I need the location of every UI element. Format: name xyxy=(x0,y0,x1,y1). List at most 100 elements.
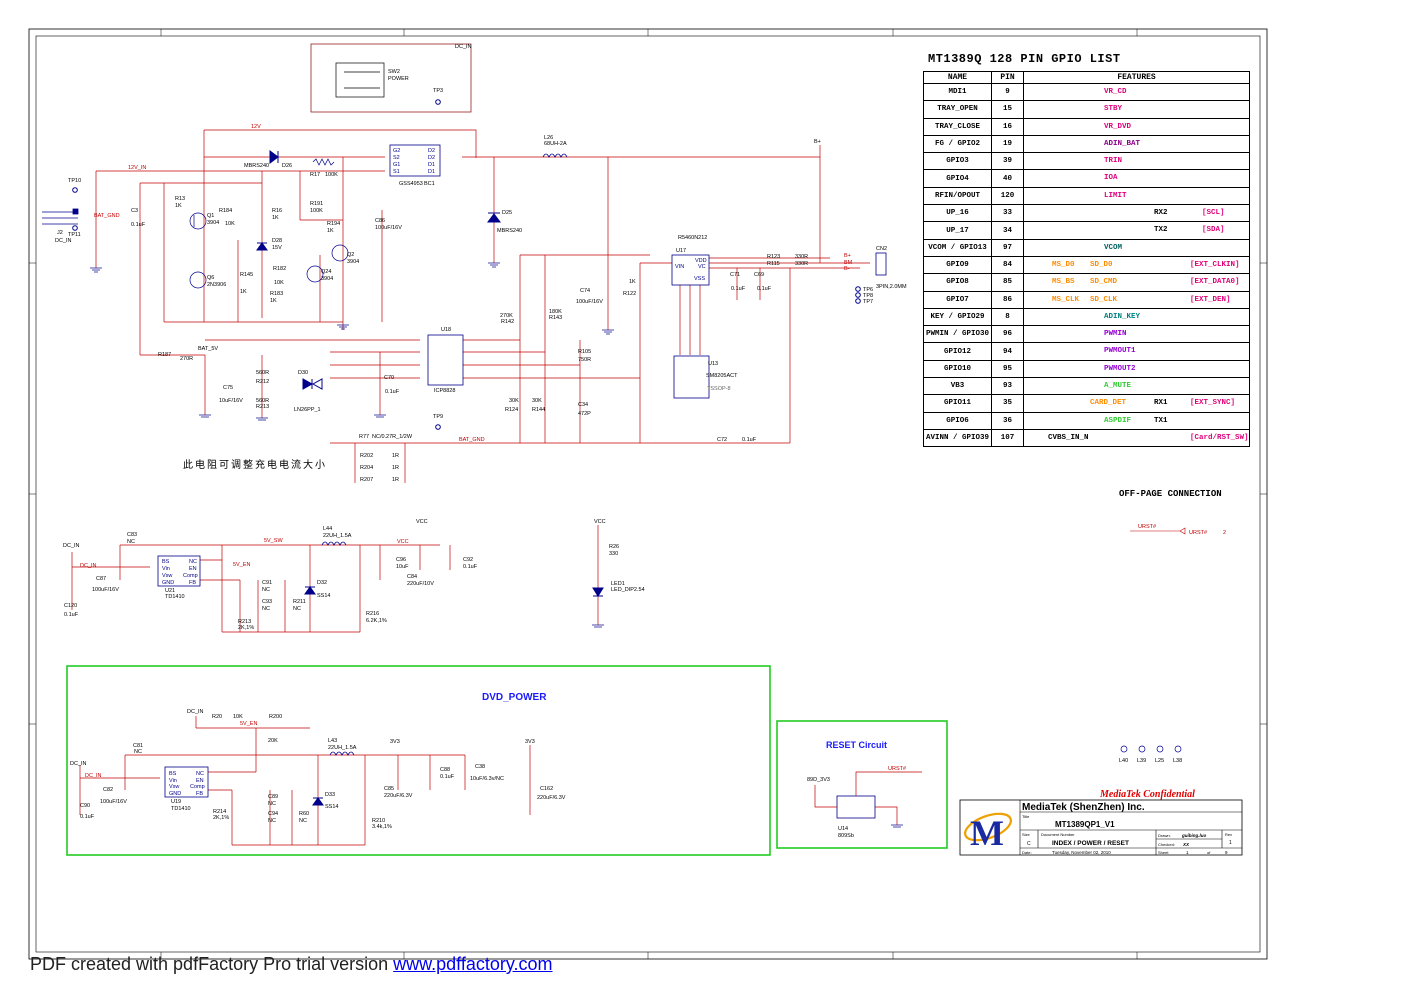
svg-text:R213: R213 xyxy=(256,404,269,410)
svg-text:10uF/16V: 10uF/16V xyxy=(219,398,243,404)
svg-text:10K: 10K xyxy=(225,221,235,227)
svg-text:0.1uF: 0.1uF xyxy=(742,437,757,443)
gpio-pin: 93 xyxy=(991,377,1025,396)
gpio-feature: [EXT_DEN] xyxy=(1190,295,1231,304)
gss4953-ref: BC1 xyxy=(424,181,435,187)
gpio-name: AVINN / GPIO39 xyxy=(922,428,993,448)
svg-text:3V3: 3V3 xyxy=(525,739,535,745)
gpio-pin: 35 xyxy=(991,394,1025,413)
gpio-features: IOA xyxy=(1023,169,1251,188)
gpio-features: PWMIN xyxy=(1023,325,1251,344)
gpio-features: VCOM xyxy=(1023,238,1251,257)
gpio-feature: SD_D0 xyxy=(1090,260,1113,269)
svg-text:Checked:: Checked: xyxy=(1158,842,1175,847)
svg-text:of: of xyxy=(1207,850,1211,855)
svg-text:20K: 20K xyxy=(268,738,278,744)
svg-text:G1: G1 xyxy=(393,162,400,168)
gpio-feature: TRIN xyxy=(1104,157,1123,166)
svg-text:BM: BM xyxy=(844,260,853,266)
gpio-name: TRAY_OPEN xyxy=(922,100,993,119)
svg-text:guibing.luo: guibing.luo xyxy=(1181,833,1206,838)
svg-text:TP7: TP7 xyxy=(863,299,873,305)
gpio-feature: TX2 xyxy=(1154,226,1168,235)
gpio-name: RFIN/OPOUT xyxy=(922,186,993,206)
svg-text:TP9: TP9 xyxy=(433,414,443,420)
svg-text:Q6: Q6 xyxy=(207,275,214,281)
svg-text:2N3906: 2N3906 xyxy=(207,282,226,288)
gpio-feature: LIMIT xyxy=(1104,191,1127,200)
svg-text:Q2: Q2 xyxy=(347,252,354,258)
gpio-feature: [EXT_DATA0] xyxy=(1190,278,1240,287)
svg-text:C90: C90 xyxy=(80,803,90,809)
transistor-q6 xyxy=(189,271,207,289)
gpio-features: TX2[SDA] xyxy=(1023,221,1251,240)
reset-circuit-box xyxy=(776,720,948,849)
mounting-holes xyxy=(1120,745,1182,753)
gpio-pin: 86 xyxy=(991,290,1025,309)
svg-text:J2: J2 xyxy=(57,230,63,236)
svg-text:Comp: Comp xyxy=(190,784,205,790)
gpio-feature: ADIN_BAT xyxy=(1104,139,1141,148)
svg-text:Rev: Rev xyxy=(1225,832,1232,837)
gpio-feature: IOA xyxy=(1104,174,1118,183)
svg-text:10K: 10K xyxy=(233,714,243,720)
gpio-feature: MS_BS xyxy=(1052,278,1075,287)
svg-text:C81: C81 xyxy=(133,743,143,749)
gpio-feature: CVBS_IN_N xyxy=(1048,433,1089,442)
svg-text:S1: S1 xyxy=(393,169,400,175)
svg-text:D30: D30 xyxy=(298,370,308,376)
svg-text:VDD: VDD xyxy=(695,258,707,264)
gpio-feature: SD_CMD xyxy=(1090,278,1118,287)
pdffactory-link[interactable]: www.pdffactory.com xyxy=(393,954,553,974)
gpio-pin: 8 xyxy=(991,307,1025,327)
svg-text:VCC: VCC xyxy=(594,519,606,525)
svg-text:R77: R77 xyxy=(359,434,369,440)
svg-text:1K: 1K xyxy=(270,298,277,304)
svg-text:1K: 1K xyxy=(327,228,334,234)
svg-text:C88: C88 xyxy=(440,767,450,773)
led-d30 xyxy=(302,378,323,390)
gpio-pin: 33 xyxy=(991,204,1025,223)
svg-text:1R: 1R xyxy=(392,453,399,459)
svg-text:U14: U14 xyxy=(838,826,848,832)
gpio-name: VB3 xyxy=(922,377,993,396)
title-block: M xyxy=(959,799,1243,856)
svg-text:L40: L40 xyxy=(1119,758,1128,764)
company-name: MediaTek (ShenZhen) Inc. xyxy=(1022,802,1145,813)
gpio-feature: CARD_DET xyxy=(1090,399,1127,408)
svg-text:C96: C96 xyxy=(396,557,406,563)
svg-text:NC: NC xyxy=(127,539,135,545)
svg-text:Document Number: Document Number xyxy=(1041,832,1075,837)
svg-text:BAT_GND: BAT_GND xyxy=(94,213,120,219)
svg-text:10K: 10K xyxy=(274,280,284,286)
svg-text:R145: R145 xyxy=(240,272,253,278)
svg-text:0.1uF: 0.1uF xyxy=(731,286,746,292)
svg-text:C69: C69 xyxy=(754,272,764,278)
svg-text:10uF/6.3v/NC: 10uF/6.3v/NC xyxy=(470,776,504,782)
reset-circuit-title: RESET Circuit xyxy=(826,740,887,750)
gpio-pin: 36 xyxy=(991,411,1025,430)
svg-text:0.1uF: 0.1uF xyxy=(80,814,95,820)
gpio-feature: ADIN_KEY xyxy=(1104,312,1141,321)
svg-text:Drawn:: Drawn: xyxy=(1158,833,1171,838)
svg-text:0.1uF: 0.1uF xyxy=(463,564,478,570)
pdf-footer: PDF created with pdfFactory Pro trial ve… xyxy=(30,954,553,975)
resistor-r17 xyxy=(312,158,335,166)
rail-12v xyxy=(95,129,870,483)
header-name: NAME xyxy=(922,71,993,84)
svg-text:C72: C72 xyxy=(717,437,727,443)
gpio-features: ADIN_BAT xyxy=(1023,134,1251,154)
svg-text:LED_DIP2.54: LED_DIP2.54 xyxy=(611,587,645,593)
gpio-pin: 34 xyxy=(991,221,1025,240)
transistor-q24 xyxy=(306,265,324,283)
svg-text:Vin: Vin xyxy=(169,778,177,784)
ic-gss4953 xyxy=(389,144,441,177)
svg-text:D2: D2 xyxy=(428,155,435,161)
gpio-features: VR_DVD xyxy=(1023,117,1251,136)
svg-text:C120: C120 xyxy=(64,603,77,609)
svg-text:6.2K,1%: 6.2K,1% xyxy=(366,618,387,624)
